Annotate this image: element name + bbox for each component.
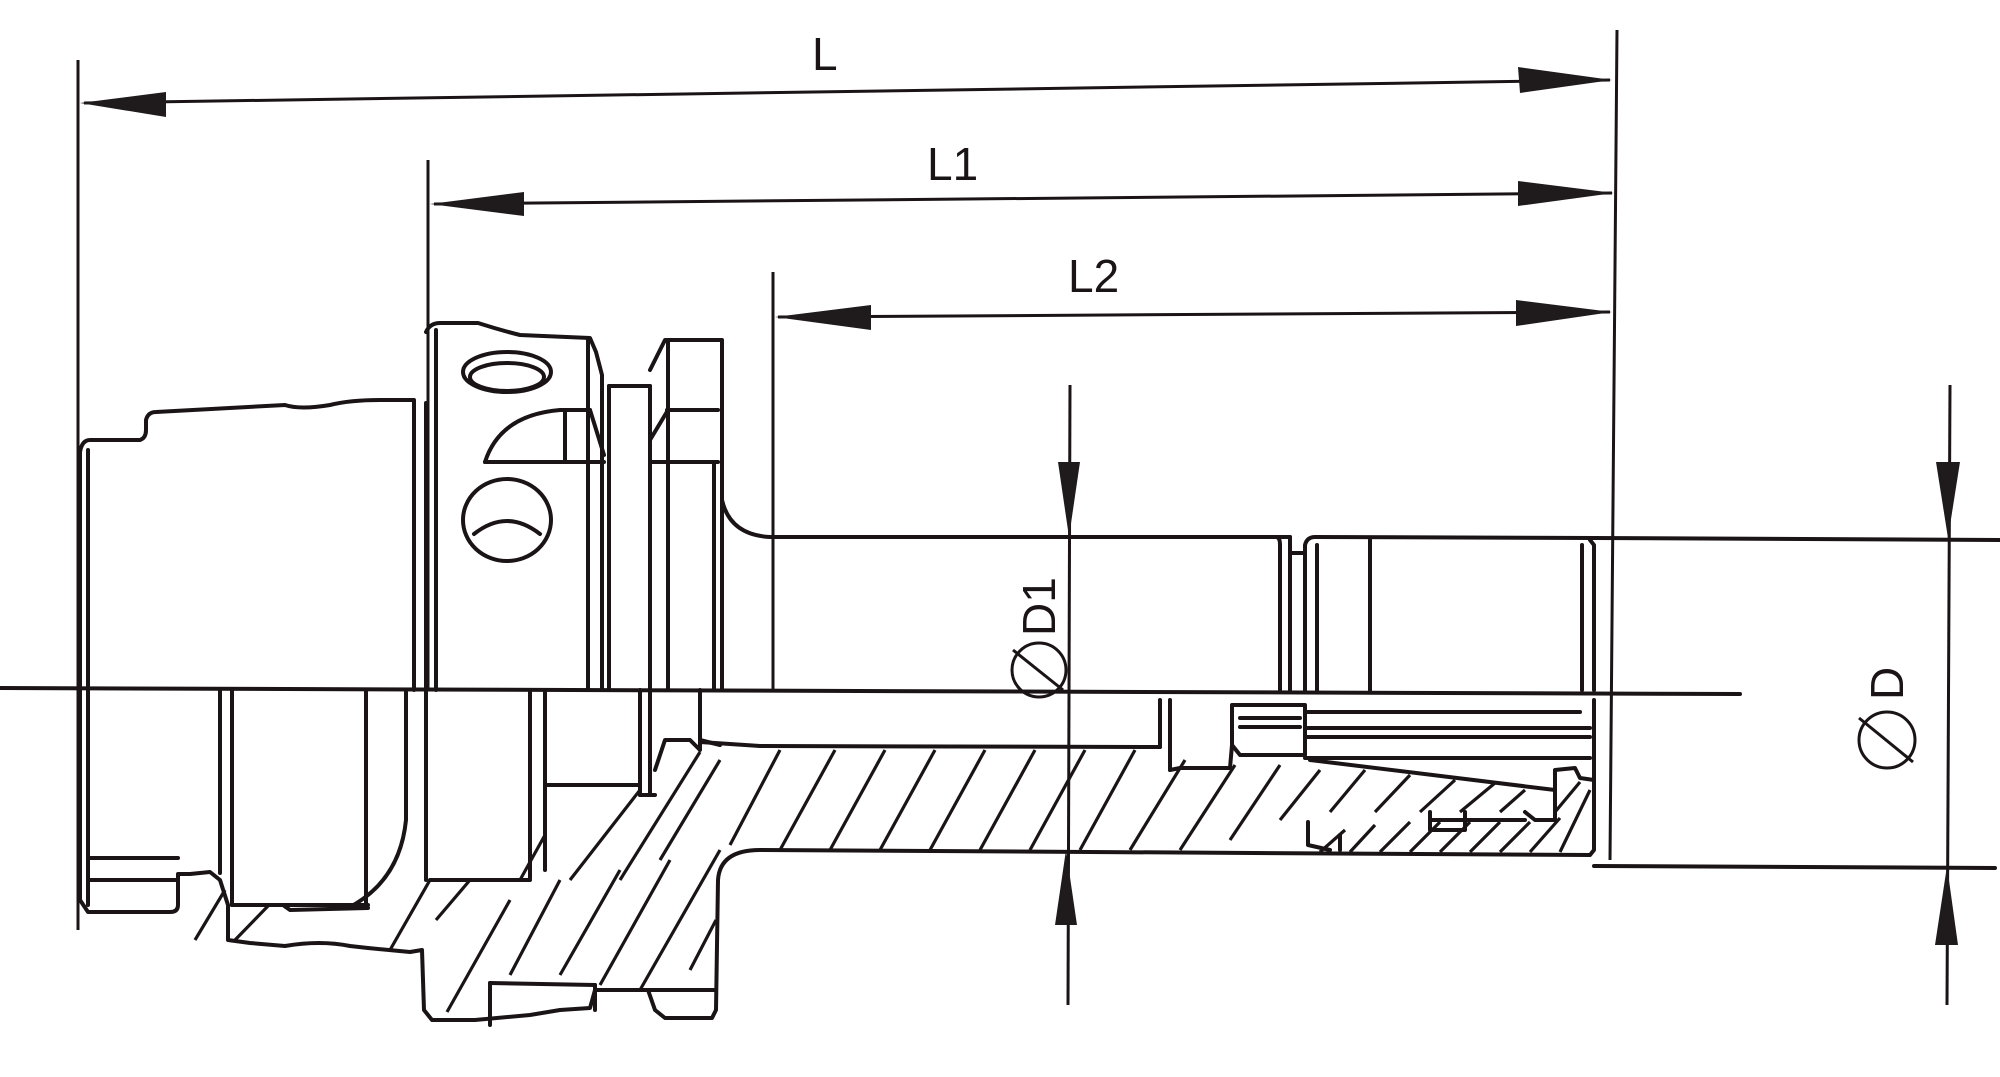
arrow-down-icon bbox=[1936, 462, 1960, 538]
centerline bbox=[0, 686, 1742, 696]
dimension-L1: L1 bbox=[426, 138, 1614, 690]
dimension-L2: L2 bbox=[771, 250, 1612, 690]
holder-upper-outline bbox=[78, 321, 2000, 692]
dimension-D1: D1 bbox=[1010, 384, 1080, 1006]
arrow-left-icon bbox=[430, 192, 524, 216]
arrow-right-icon bbox=[1516, 300, 1612, 326]
label-L: L bbox=[812, 28, 838, 80]
dimension-D: D bbox=[1592, 384, 1997, 1006]
label-D1: D1 bbox=[1013, 577, 1065, 636]
diameter-symbol-icon bbox=[1010, 641, 1068, 699]
arrow-left-icon bbox=[775, 305, 871, 330]
label-L2: L2 bbox=[1068, 250, 1119, 302]
label-D: D bbox=[1861, 667, 1913, 700]
dimension-L: L bbox=[76, 28, 1619, 930]
arrow-down-icon bbox=[1058, 462, 1080, 537]
arrow-left-icon bbox=[80, 92, 166, 117]
section-hatching bbox=[193, 749, 1592, 1013]
arrow-up-icon bbox=[1055, 850, 1077, 925]
diameter-symbol-icon bbox=[1857, 710, 1917, 770]
arrow-up-icon bbox=[1935, 866, 1958, 945]
arrow-right-icon bbox=[1518, 181, 1614, 206]
holder-lower-section bbox=[78, 688, 1596, 1027]
label-L1: L1 bbox=[927, 138, 978, 190]
arrow-right-icon bbox=[1518, 67, 1612, 93]
